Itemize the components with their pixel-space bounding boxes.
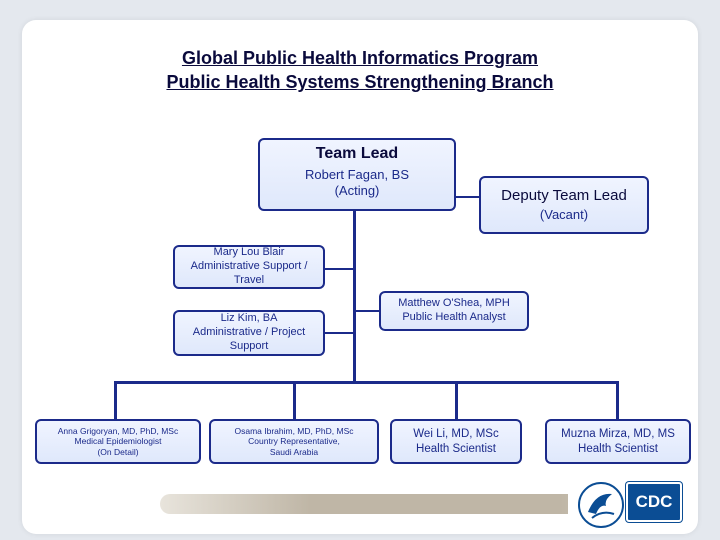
admin-travel-name: Mary Lou Blair bbox=[213, 246, 285, 259]
team-lead-box: Team Lead Robert Fagan, BS (Acting) bbox=[258, 138, 456, 211]
team-lead-name: Robert Fagan, BS bbox=[304, 167, 410, 182]
team-lead-role: Team Lead bbox=[315, 145, 399, 162]
connector-drop-1 bbox=[114, 381, 117, 421]
connector-to-admin-travel bbox=[324, 268, 354, 270]
connector-to-admin-project bbox=[324, 332, 354, 334]
cdc-logo: CDC bbox=[626, 482, 682, 522]
staff-box-grigoryan: Anna Grigoryan, MD, PhD, MSc Medical Epi… bbox=[35, 419, 201, 464]
deputy-team-lead-box: Deputy Team Lead (Vacant) bbox=[479, 176, 649, 234]
connector-horizontal-bar bbox=[114, 381, 619, 384]
chart-subtitle: Public Health Systems Strengthening Bran… bbox=[166, 72, 554, 92]
connector-lead-to-deputy bbox=[455, 196, 481, 198]
staff-name: Muzna Mirza, MD, MS bbox=[561, 428, 675, 441]
staff-box-li: Wei Li, MD, MSc Health Scientist bbox=[390, 419, 522, 464]
staff-title: Health Scientist bbox=[578, 442, 658, 455]
staff-title: Medical Epidemiologist bbox=[74, 436, 162, 447]
deputy-note: (Vacant) bbox=[539, 207, 589, 223]
staff-box-mirza: Muzna Mirza, MD, MS Health Scientist bbox=[545, 419, 691, 464]
staff-box-ibrahim: Osama Ibrahim, MD, PhD, MSc Country Repr… bbox=[209, 419, 379, 464]
connector-drop-4 bbox=[616, 381, 619, 421]
admin-travel-title: Administrative Support / bbox=[190, 260, 308, 273]
analyst-title: Public Health Analyst bbox=[402, 311, 506, 323]
team-lead-note: (Acting) bbox=[334, 183, 380, 199]
staff-name: Anna Grigoryan, MD, PhD, MSc bbox=[57, 425, 179, 436]
admin-project-title: Administrative / Project bbox=[192, 326, 306, 339]
analyst-name: Matthew O'Shea, MPH bbox=[398, 297, 510, 310]
hhs-eagle-logo-icon bbox=[578, 482, 624, 528]
deputy-role: Deputy Team Lead bbox=[501, 186, 627, 204]
connector-drop-3 bbox=[455, 381, 458, 421]
admin-project-name: Liz Kim, BA bbox=[220, 312, 278, 325]
staff-name: Wei Li, MD, MSc bbox=[413, 428, 499, 441]
connector-vertical-trunk bbox=[353, 210, 356, 383]
analyst-box: Matthew O'Shea, MPH Public Health Analys… bbox=[379, 291, 529, 331]
staff-note: (On Detail) bbox=[97, 446, 139, 457]
staff-title: Country Representative, bbox=[248, 436, 340, 447]
staff-note: Saudi Arabia bbox=[269, 446, 319, 457]
admin-project-title-2: Support bbox=[229, 339, 269, 352]
admin-travel-title-2: Travel bbox=[233, 273, 265, 286]
staff-title: Health Scientist bbox=[416, 442, 496, 455]
footer-bar bbox=[160, 494, 660, 514]
connector-to-analyst bbox=[355, 310, 380, 312]
chart-title: Global Public Health Informatics Program bbox=[181, 48, 539, 68]
connector-drop-2 bbox=[293, 381, 296, 421]
staff-name: Osama Ibrahim, MD, PhD, MSc bbox=[234, 425, 354, 436]
admin-travel-box: Mary Lou Blair Administrative Support / … bbox=[173, 245, 325, 289]
admin-project-box: Liz Kim, BA Administrative / Project Sup… bbox=[173, 310, 325, 356]
